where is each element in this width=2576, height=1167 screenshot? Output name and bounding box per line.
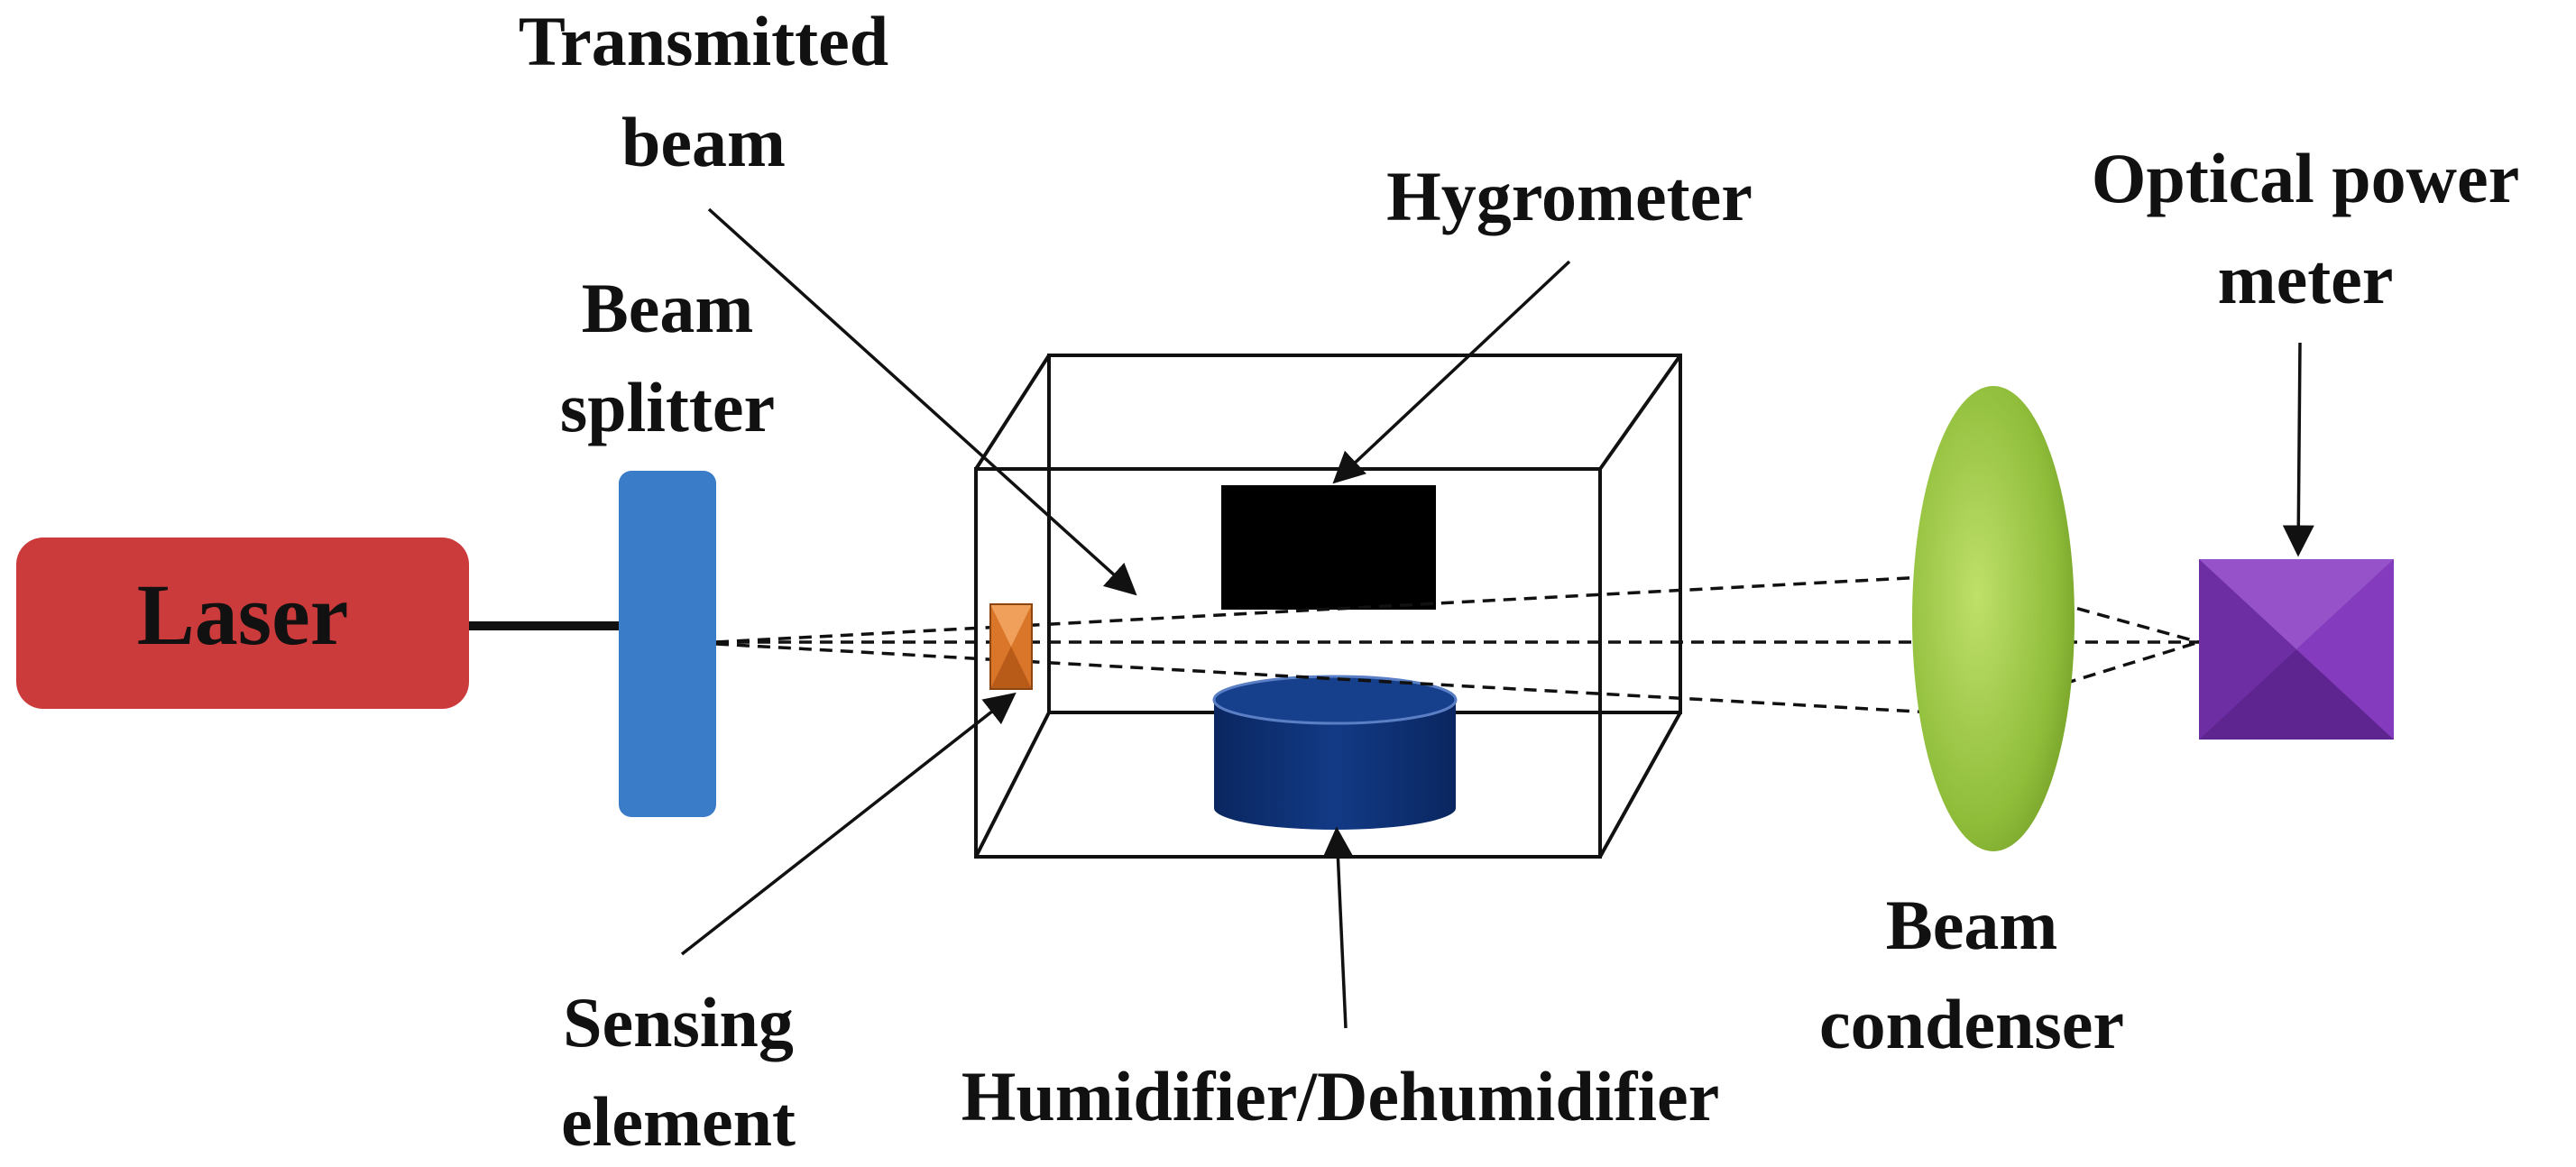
beam-condenser [1912,386,2075,851]
beam-splitter-plate [619,471,716,817]
sensing-element-label-line2: element [561,1082,796,1161]
power-meter-arrow [2282,342,2314,557]
humidifier-arrow [1321,826,1354,1029]
beam-splitter-label-line1: Beam [582,269,754,347]
optical-power-meter-label-line1: Optical power [2092,139,2519,217]
beam-splitter-label-line2: splitter [560,368,775,446]
hygrometer [1221,485,1436,610]
laser-body [16,538,469,709]
sensing-element-arrow [680,692,1017,956]
optical-power-meter-label-line2: meter [2218,240,2394,318]
hygrometer-label: Hygrometer [1386,157,1753,235]
hygrometer-arrow [1332,260,1571,484]
sensing-element-label-line1: Sensing [563,983,794,1061]
optical-power-meter [2199,559,2394,740]
beam-condenser-label-line1: Beam [1886,886,2058,964]
transmitted-beam-arrow [707,207,1137,596]
laser: Laser [16,538,469,709]
sensing-element [989,603,1033,690]
beam-splitter: Beam splitter [560,269,775,817]
transmitted-beam-label-line2: beam [621,103,786,181]
humidifier-dehumidifier [1212,675,1458,830]
transmitted-beam-label-line1: Transmitted [519,2,888,80]
beam-condenser-label-line2: condenser [1819,985,2124,1063]
humidifier-label: Humidifier/Dehumidifier [961,1057,1720,1135]
laser-label: Laser [137,566,349,663]
